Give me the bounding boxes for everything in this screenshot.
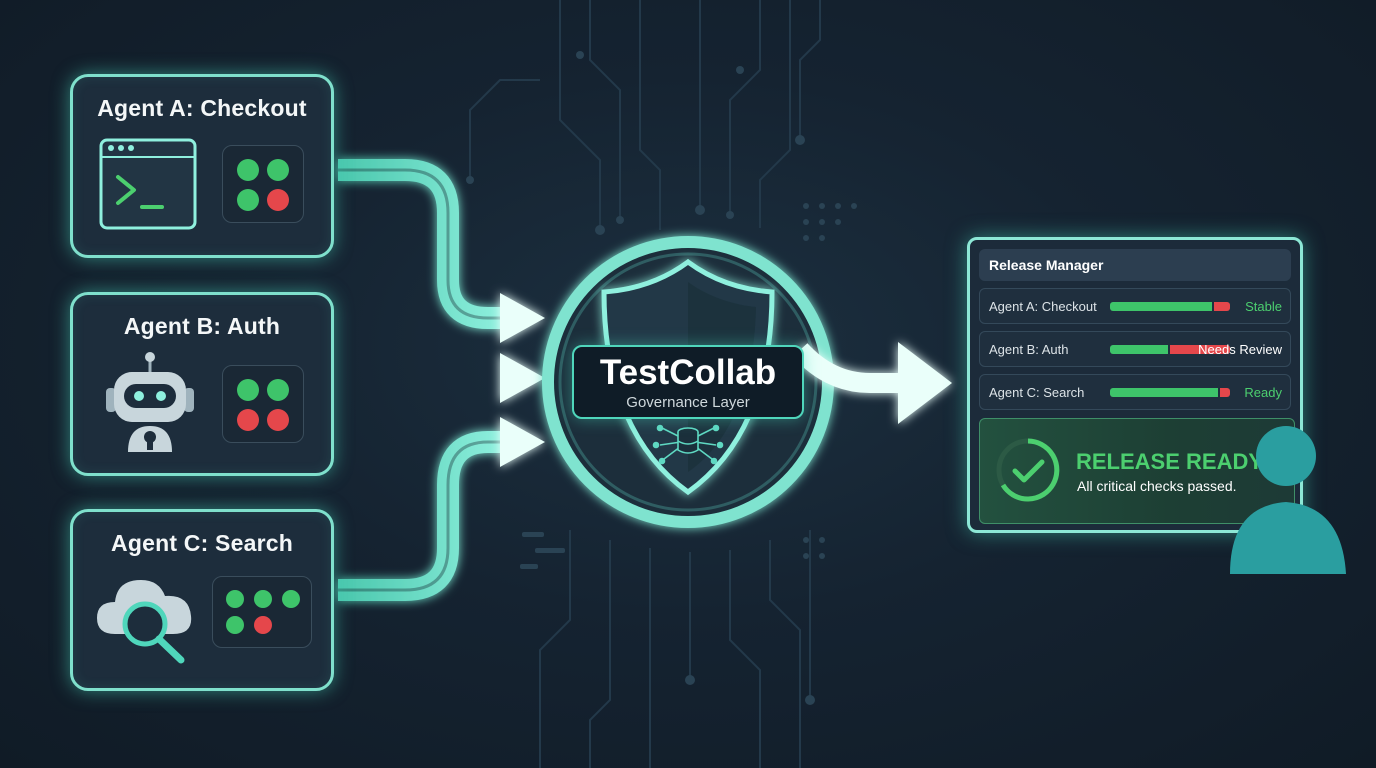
progress-bar: [1110, 345, 1230, 354]
row-name: Agent B: Auth: [989, 342, 1069, 357]
row-name: Agent C: Search: [989, 385, 1085, 400]
hub-label: TestCollab Governance Layer: [572, 345, 804, 419]
status-dot-panel: [222, 365, 304, 443]
pipe-agent-c: [338, 431, 505, 601]
agent-card-auth: Agent B: Auth: [70, 292, 334, 476]
status-dots: [237, 379, 289, 431]
hub-title: TestCollab: [599, 353, 777, 392]
status-dots: [226, 590, 300, 634]
arrow-agent-a: [500, 293, 545, 343]
arrow-agent-b: [500, 353, 545, 403]
status-dot-panel: [212, 576, 312, 648]
row-name: Agent A: Checkout: [989, 299, 1097, 314]
terminal-window-icon: [99, 138, 197, 230]
status-dot: [267, 159, 289, 181]
status-dot: [237, 379, 259, 401]
release-ready-banner: RELEASE READY All critical checks passed…: [979, 418, 1295, 524]
status-dot: [226, 616, 244, 634]
agent-title: Agent C: Search: [111, 530, 293, 556]
hub-subtitle: Governance Layer: [626, 394, 750, 411]
release-headline: RELEASE READY: [1076, 449, 1264, 474]
robot-lock-icon: [106, 352, 194, 452]
status-dot: [282, 590, 300, 608]
status-dot: [267, 379, 289, 401]
check-circle-icon: [996, 438, 1060, 502]
user-silhouette-icon: [1230, 426, 1346, 574]
database-network-icon: [652, 424, 724, 465]
status-row-search: Agent C: Search Ready: [979, 374, 1291, 410]
status-dots: [237, 159, 289, 211]
status-row-auth: Agent B: Auth Needs Review: [979, 331, 1291, 367]
status-dot: [254, 590, 272, 608]
agent-title: Agent A: Checkout: [97, 95, 307, 121]
agent-card-checkout: Agent A: Checkout: [70, 74, 334, 258]
release-manager-panel: Release Manager Agent A: Checkout Stable…: [967, 237, 1303, 533]
panel-header: Release Manager: [979, 249, 1291, 281]
pipe-agent-a: [338, 159, 505, 329]
status-dot: [226, 590, 244, 608]
arrow-agent-c: [500, 417, 545, 467]
status-dot: [237, 159, 259, 181]
agent-card-search: Agent C: Search: [70, 509, 334, 691]
status-dot: [237, 409, 259, 431]
release-detail: All critical checks passed.: [1077, 478, 1237, 494]
output-arrow: [792, 342, 952, 424]
status-dot: [267, 409, 289, 431]
panel-title: Release Manager: [989, 257, 1104, 273]
status-dot: [267, 189, 289, 211]
status-dot: [237, 189, 259, 211]
progress-bar: [1110, 388, 1230, 397]
status-dot-panel: [222, 145, 304, 223]
status-dot: [254, 616, 272, 634]
status-row-checkout: Agent A: Checkout Stable: [979, 288, 1291, 324]
agent-title: Agent B: Auth: [123, 313, 281, 339]
row-status: Needs Review: [1198, 342, 1282, 357]
cloud-search-icon: [97, 580, 192, 664]
row-status: Ready: [1244, 385, 1282, 400]
row-status: Stable: [1245, 299, 1282, 314]
progress-bar: [1110, 302, 1230, 311]
